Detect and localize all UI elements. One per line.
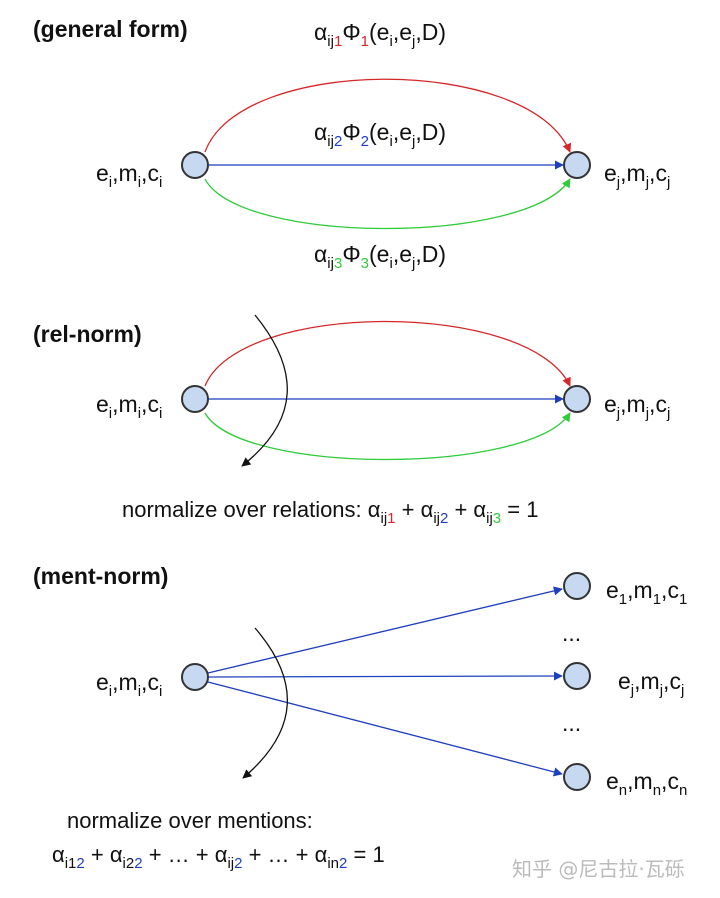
relation-normalize-arrow [241, 314, 288, 467]
mention-node-n [563, 763, 591, 791]
rel-norm-target-node [563, 385, 591, 413]
rel-norm-relation-3-edge [204, 412, 571, 461]
mention-ellipsis-1: ... [562, 620, 581, 646]
relation-3-formula: αij3Φ3(ei,ej,D) [314, 241, 446, 272]
rel-norm-title: (rel-norm) [33, 321, 142, 347]
mention-edge-n [207, 681, 563, 777]
watermark: 知乎 @尼古拉·瓦砾 [512, 857, 685, 881]
source-node [181, 151, 209, 179]
ment-norm-caption-line1: normalize over mentions: [67, 808, 313, 833]
source-node-label: ei,mi,ci [96, 160, 162, 191]
ment-norm-section: (ment-norm) ei,mi,ci e1,m1,c1 ... ej,mj,… [33, 563, 687, 872]
target-node-label: ej,mj,cj [604, 160, 670, 191]
ment-norm-source-node [181, 663, 209, 691]
mention-label-j: ej,mj,cj [618, 668, 684, 699]
rel-norm-caption: normalize over relations: αij1 + αij2 + … [122, 497, 538, 527]
target-node [563, 151, 591, 179]
relation-3-edge [204, 178, 571, 230]
ment-norm-source-label: ei,mi,ci [96, 669, 162, 700]
relation-2-formula: αij2Φ2(ei,ej,D) [314, 119, 446, 150]
general-form-title: (general form) [33, 16, 188, 42]
rel-norm-source-label: ei,mi,ci [96, 391, 162, 422]
mention-ellipsis-2: ... [562, 710, 581, 736]
mention-normalize-arrow [242, 627, 288, 779]
rel-norm-source-node [181, 385, 209, 413]
rel-norm-section: (rel-norm) ei,mi,ci ej,mj,cj normalize o… [33, 314, 670, 527]
relation-1-edge [204, 78, 572, 153]
mention-node-j [563, 662, 591, 690]
mention-label-n: en,mn,cn [606, 768, 687, 799]
ment-norm-caption-line2: αi12 + αi22 + … + αij2 + … + αin2 = 1 [52, 842, 385, 872]
mention-node-1 [563, 572, 591, 600]
relation-1-formula: αij1Φ1(ei,ej,D) [314, 19, 446, 50]
general-form-section: (general form) ei,mi,ci ej,mj,cj αij1Φ1(… [33, 16, 670, 272]
rel-norm-target-label: ej,mj,cj [604, 391, 670, 422]
ment-norm-title: (ment-norm) [33, 563, 168, 589]
mention-edge-j [208, 671, 563, 681]
mention-label-1: e1,m1,c1 [606, 577, 687, 608]
mention-edge-1 [207, 586, 563, 674]
rel-norm-relation-1-edge [204, 320, 571, 387]
